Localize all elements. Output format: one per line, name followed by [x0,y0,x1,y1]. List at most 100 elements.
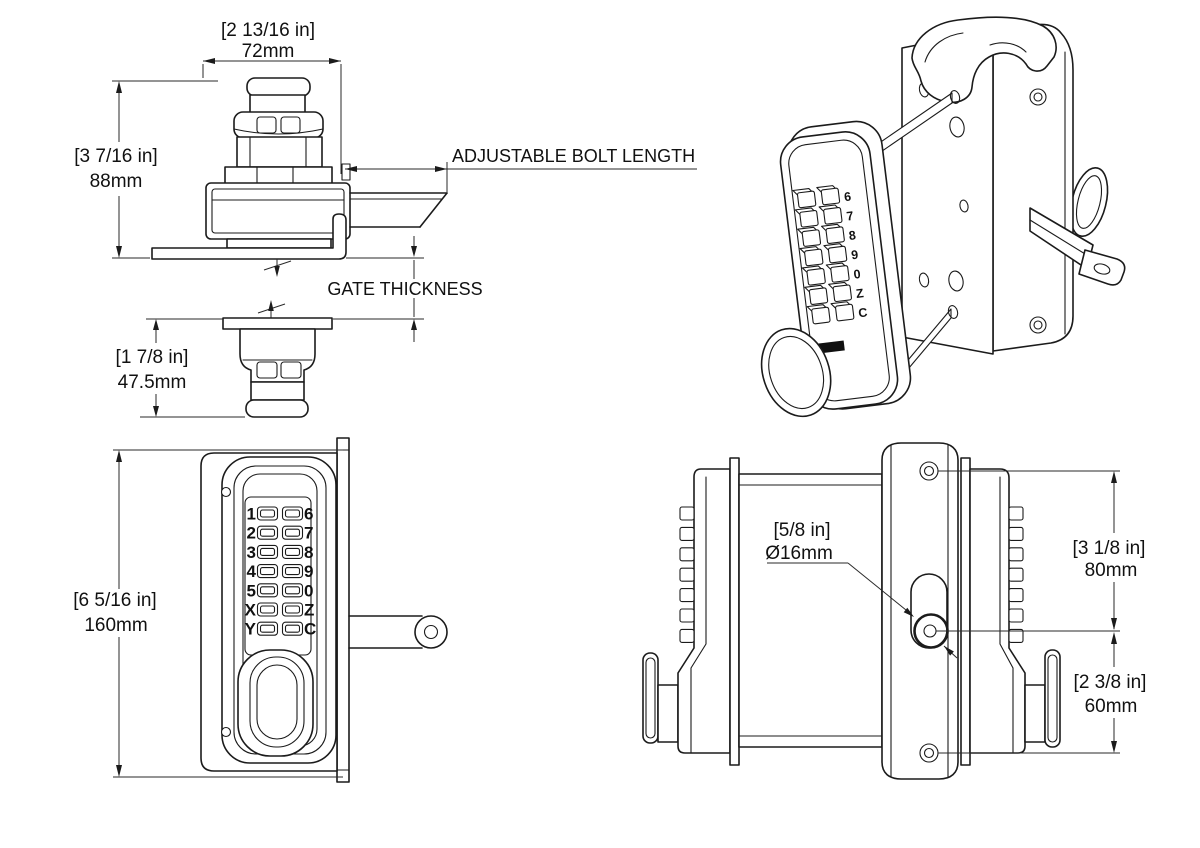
left-button-ribs [679,506,695,643]
dim-width-in: [2 13/16 in] [221,20,315,41]
key-label: 3 [247,543,256,562]
view-side: [5/8 in] Ø16mm [3 1/8 in] 80mm [2 3/8 i [642,442,1147,780]
bolt-guide [341,163,351,181]
dim-front-mm: 160mm [84,615,147,636]
right-knob-base [1024,684,1046,743]
view-iso: 6 7 8 9 0 Z C [760,16,1126,418]
button-profile [256,361,278,379]
gate-strip-left [729,457,740,766]
key-label: 2 [247,524,256,543]
dim-top-height: [3 7/16 in] 88mm [74,80,218,259]
right-knob-side [1044,649,1061,748]
knob-cap [246,77,311,97]
dim-height-mm: 88mm [90,171,143,192]
dim-lower-in: [2 3/8 in] [1074,672,1147,693]
key-label: Z [304,601,314,620]
gate-break-arrow-lower [257,300,286,318]
screw-boss [1029,316,1047,334]
dim-front-height: [6 5/16 in] 160mm [73,449,343,778]
mounting-bracket [151,213,347,260]
keypad-labels-front: 1 2 3 4 5 X Y 6 7 8 9 0 Z C [245,505,317,639]
key-label: C [304,620,316,639]
dim-hole-in: [5/8 in] [773,520,830,541]
key-label: Y [245,620,257,639]
iso-key-label: Z [855,286,865,301]
dim-top-width: [2 13/16 in] 72mm [202,20,342,174]
rear-lock-body [992,23,1074,352]
left-unit-side [642,468,731,754]
latch-tab [1078,249,1126,286]
key-label: 5 [247,581,256,600]
fixing-screw [220,726,232,738]
keypad-digits-iso: 6 7 8 9 0 Z C [843,190,868,321]
gate-break-arrow-upper [263,259,292,277]
view-top: [2 13/16 in] 72mm [3 7/16 in] 88mm ADJUS… [74,20,697,418]
iso-key-label: 6 [843,190,852,205]
callout-spindle-diameter: [5/8 in] Ø16mm [765,520,958,659]
right-unit-side [969,468,1061,754]
dim-fixing-mm: 47.5mm [118,372,187,393]
dim-hole-mm: Ø16mm [765,543,833,564]
bolt-hole [423,624,439,640]
label-adjustable-bolt: ADJUSTABLE BOLT LENGTH [345,146,697,192]
iso-key-label: 8 [848,228,857,243]
iso-key-label: 9 [850,248,859,263]
latch-bolt-front [348,615,448,649]
keypad-buttons-front [256,506,304,636]
dim-upper-mm: 80mm [1085,560,1138,581]
iso-key-label: 7 [846,209,855,224]
gate-strip-right [960,457,971,766]
dim-side-80mm: [3 1/8 in] 80mm [936,470,1146,754]
keypad-cubes [792,185,855,325]
key-label: 0 [304,581,313,600]
dim-height-in: [3 7/16 in] [74,146,157,167]
keypad-unit-iso: 6 7 8 9 0 Z C [760,120,912,418]
padlock-hole [1093,263,1111,275]
fixing-screw [220,486,232,498]
button-profile [280,361,302,379]
upper-flange [224,166,333,185]
key-label: X [245,601,257,620]
key-label: 6 [304,505,313,524]
dim-width-mm: 72mm [242,41,295,62]
key-label: 7 [304,524,313,543]
fixing-cap [245,399,309,418]
brand-label [817,340,845,354]
dim-fixing-height: [1 7/8 in] 47.5mm [116,319,245,418]
front-knob [237,649,314,757]
adjustable-bolt-label: ADJUSTABLE BOLT LENGTH [452,146,695,166]
view-front: 1 2 3 4 5 X Y 6 7 8 9 0 Z C [6 5/ [73,437,448,783]
right-button-ribs [1008,506,1024,643]
lock-top-profile [151,77,448,318]
housing-curve [233,128,324,135]
dim-gate-thickness: GATE THICKNESS [146,236,483,342]
latch-bolt-top [349,192,448,228]
gate-clamp-saddle [911,16,1057,104]
dim-side-60mm: [2 3/8 in] 60mm [1074,632,1147,753]
screw-boss [1029,88,1047,106]
dim-upper-in: [3 1/8 in] [1073,538,1146,559]
main-flange [205,182,351,240]
left-knob-side [642,652,659,744]
dim-fixing-in: [1 7/8 in] [116,347,189,368]
latch-bolt-iso [1029,207,1126,286]
button-profile [280,116,301,134]
key-label: 9 [304,562,313,581]
base-strip [226,238,332,249]
fixing-neck [250,381,305,401]
left-knob-base [657,684,679,743]
back-fixing-unit [222,317,333,418]
gate-edge-strip [336,437,350,783]
knob-neck [249,94,306,114]
dim-front-in: [6 5/16 in] [73,590,156,611]
lock-case-side [738,473,883,748]
key-label: 1 [247,505,256,524]
dim-lower-mm: 60mm [1085,696,1138,717]
bolt-end [414,615,448,649]
gate-thickness-label: GATE THICKNESS [327,279,482,299]
button-profile [256,116,277,134]
fixing-flange [222,317,333,330]
center-plate-side [881,442,959,780]
